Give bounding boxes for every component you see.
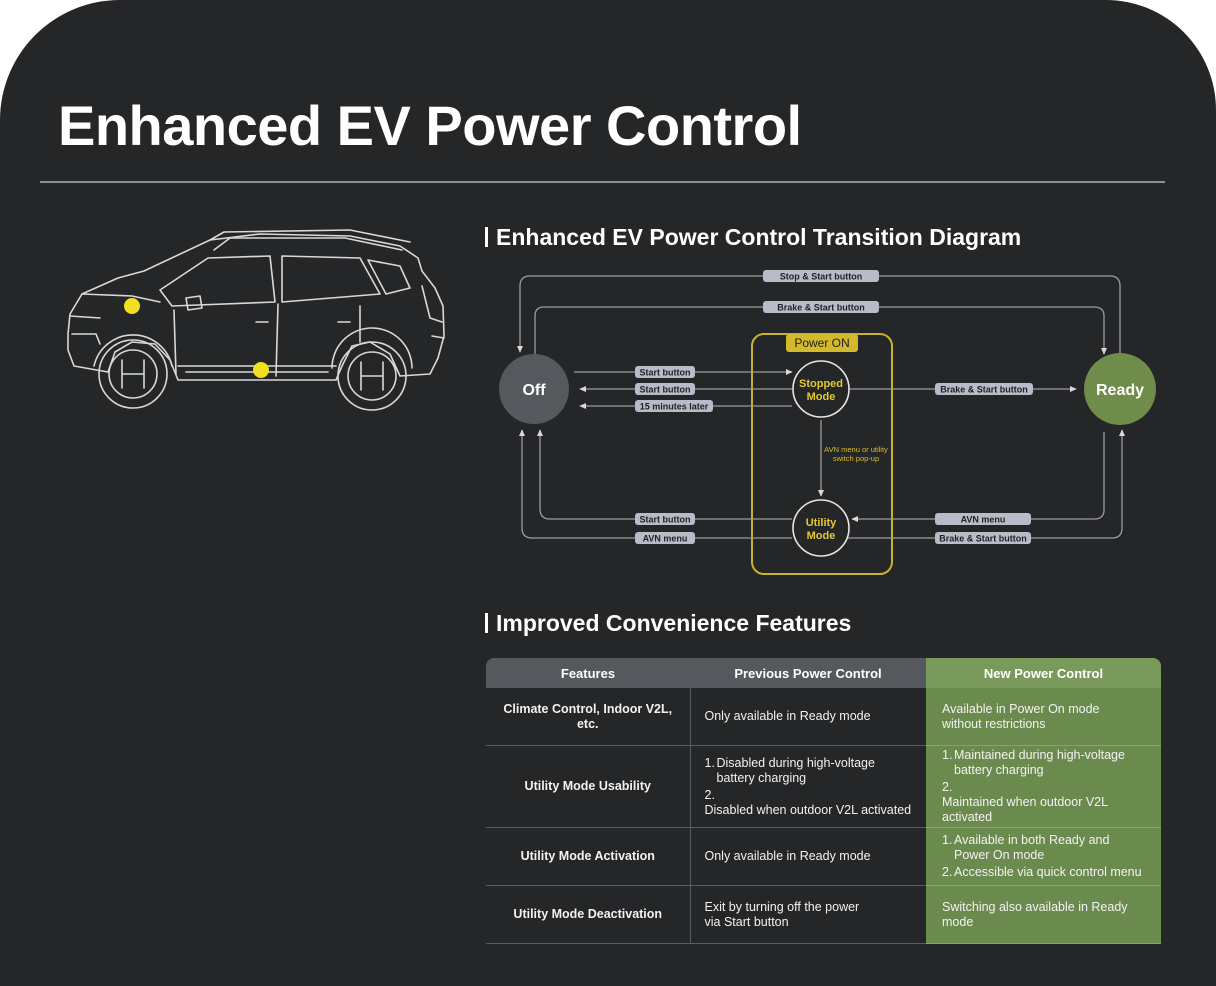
label-avn-menu-left: AVN menu <box>643 534 688 544</box>
previous-line: via Start button <box>704 914 789 929</box>
new-line: Available in Power On mode <box>942 701 1100 716</box>
features-section-title: Improved Convenience Features <box>485 608 851 638</box>
feature-cell: Utility Mode Activation <box>486 827 691 886</box>
header-new: New Power Control <box>926 658 1161 688</box>
feature-cell: Climate Control, Indoor V2L, etc. <box>486 688 691 746</box>
table-row: Utility Mode Activation Only available i… <box>486 827 1161 886</box>
power-transition-diagram: Power ON Off Ready <box>499 270 1156 575</box>
edge-utility-ready <box>846 429 1126 539</box>
avn-popup-line1: AVN menu or utility <box>824 445 888 454</box>
edge-label-pills: Stop & Start button Brake & Start button… <box>635 270 1033 544</box>
battery-dot <box>253 362 269 378</box>
state-utility-line1: Utility <box>806 517 837 529</box>
feature-cell: Utility Mode Deactivation <box>486 885 691 944</box>
label-start-button-2: Start button <box>640 385 691 395</box>
label-start-button-1: Start button <box>640 368 691 378</box>
state-stopped-line1: Stopped <box>799 378 843 390</box>
car-illustration <box>67 229 445 411</box>
state-stopped-line2: Mode <box>807 391 836 403</box>
label-stop-start: Stop & Start button <box>780 272 863 282</box>
table-row: Climate Control, Indoor V2L, etc. Only a… <box>486 688 1161 746</box>
label-brake-start-bottom: Brake & Start button <box>939 534 1027 544</box>
state-ready-label: Ready <box>1096 382 1144 399</box>
power-on-label: Power ON <box>794 336 849 350</box>
label-avn-menu-right: AVN menu <box>961 515 1006 525</box>
state-off-label: Off <box>522 382 546 399</box>
previous-cell: Exit by turning off the power via Start … <box>690 885 926 944</box>
state-utility <box>792 499 850 557</box>
state-off <box>499 354 569 424</box>
previous-line: Exit by turning off the power <box>704 899 860 914</box>
edge-ready-utility <box>851 432 1105 523</box>
label-start-button-3: Start button <box>640 515 691 525</box>
new-cell: Switching also available in Ready mode <box>926 885 1161 944</box>
power-on-tag <box>786 334 858 352</box>
list-item: 2.Maintained when outdoor V2L activated <box>942 780 1108 824</box>
header-previous: Previous Power Control <box>690 658 926 688</box>
state-ready <box>1084 353 1156 425</box>
new-line: without restrictions <box>942 716 1046 731</box>
table-row: Utility Mode Usability 1.Disabled during… <box>486 745 1161 828</box>
edge-utility-off-avn <box>518 429 792 539</box>
features-table: Features Previous Power Control New Powe… <box>486 658 1161 944</box>
table-row: Utility Mode Deactivation Exit by turnin… <box>486 885 1161 944</box>
avn-popup-line2: switch pop-up <box>833 454 879 463</box>
charge-port-dot <box>124 298 140 314</box>
new-cell: Available in Power On mode without restr… <box>926 688 1161 746</box>
label-fifteen-minutes: 15 minutes later <box>640 402 709 412</box>
label-brake-start-mid: Brake & Start button <box>940 385 1028 395</box>
diagram-section-title: Enhanced EV Power Control Transition Dia… <box>485 222 1021 252</box>
header-features: Features <box>486 658 690 688</box>
page-title: Enhanced EV Power Control <box>58 94 802 157</box>
state-utility-line2: Mode <box>807 530 836 542</box>
table-header-row: Features Previous Power Control New Powe… <box>486 658 1161 688</box>
label-brake-start-top: Brake & Start button <box>777 303 865 313</box>
previous-cell: Only available in Ready mode <box>690 688 926 746</box>
feature-cell: Utility Mode Usability <box>486 745 691 828</box>
edge-utility-off-start <box>536 429 792 520</box>
title-divider <box>40 181 1165 183</box>
state-stopped <box>792 360 850 418</box>
previous-cell: Only available in Ready mode <box>690 827 926 886</box>
list-item: 2.Disabled when outdoor V2L activated <box>704 787 912 817</box>
list-item: 2.Accessible via quick control menu <box>942 865 1142 879</box>
